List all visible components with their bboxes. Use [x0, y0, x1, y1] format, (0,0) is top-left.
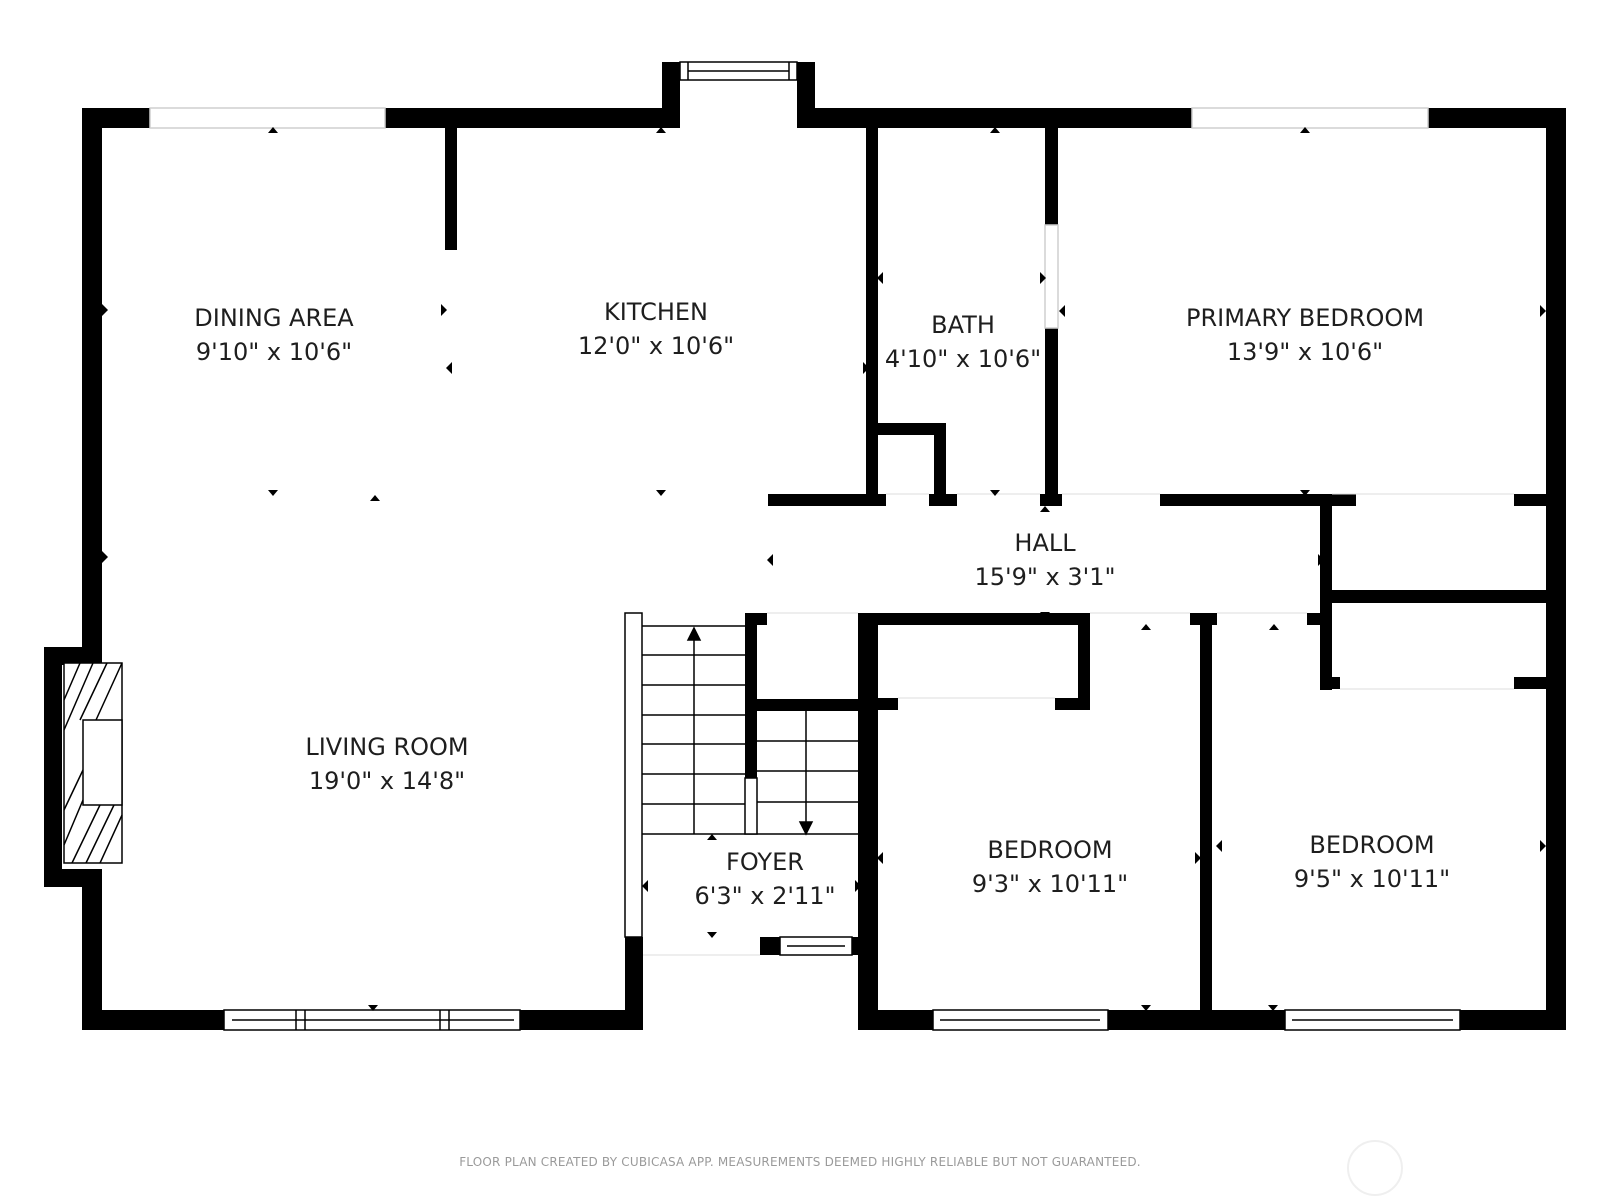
fireplace [63, 662, 123, 864]
room-label-bath: BATH 4'10" x 10'6" [885, 308, 1041, 376]
room-name: HALL [1014, 529, 1076, 557]
windows [149, 61, 1461, 1031]
room-name: LIVING ROOM [305, 733, 469, 761]
room-dimensions: 15'9" x 3'1" [974, 563, 1116, 591]
room-name: BEDROOM [1309, 831, 1435, 859]
room-name: DINING AREA [194, 304, 354, 332]
room-dimensions: 13'9" x 10'6" [1226, 338, 1384, 366]
room-dimensions: 9'10" x 10'6" [195, 338, 353, 366]
room-name: KITCHEN [603, 298, 708, 326]
room-label-hall: HALL 15'9" x 3'1" [974, 526, 1115, 594]
room-dimensions: 6'3" x 2'11" [694, 882, 836, 910]
disclaimer-footer: FLOOR PLAN CREATED BY CUBICASA APP. MEAS… [459, 1155, 1141, 1169]
room-name: PRIMARY BEDROOM [1185, 304, 1425, 332]
room-name: BATH [931, 311, 995, 339]
room-name: FOYER [726, 848, 804, 876]
room-label-bedroom-1: BEDROOM 9'3" x 10'11" [972, 833, 1128, 901]
room-dimensions: 12'0" x 10'6" [577, 332, 735, 360]
room-label-kitchen: KITCHEN 12'0" x 10'6" [578, 295, 734, 363]
room-name: BEDROOM [987, 836, 1113, 864]
room-dimensions: 9'3" x 10'11" [971, 870, 1129, 898]
room-label-bedroom-2: BEDROOM 9'5" x 10'11" [1294, 828, 1450, 896]
staircase [624, 612, 858, 938]
walls [44, 62, 1566, 1030]
dimension-markers [102, 127, 1546, 1011]
logo-circle-icon [1347, 1140, 1403, 1196]
room-dimensions: 9'5" x 10'11" [1293, 865, 1451, 893]
room-dimensions: 4'10" x 10'6" [884, 345, 1042, 373]
room-label-foyer: FOYER 6'3" x 2'11" [694, 845, 835, 913]
room-label-living-room: LIVING ROOM 19'0" x 14'8" [305, 730, 468, 798]
openings [643, 493, 1514, 956]
room-dimensions: 19'0" x 14'8" [308, 767, 466, 795]
room-label-dining-area: DINING AREA 9'10" x 10'6" [194, 301, 353, 369]
room-label-primary-bedroom: PRIMARY BEDROOM 13'9" x 10'6" [1186, 301, 1424, 369]
